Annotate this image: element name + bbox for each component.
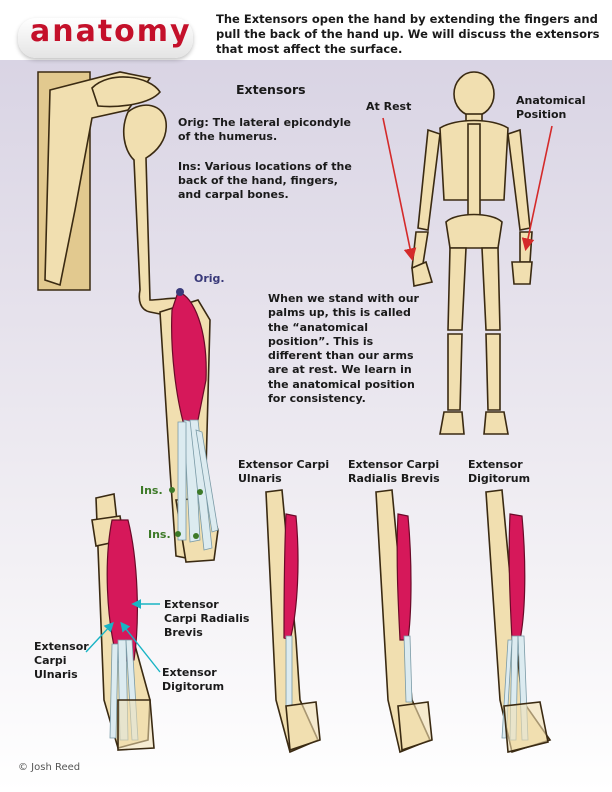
extensors-title: Extensors xyxy=(236,82,306,97)
at-rest-label: At Rest xyxy=(366,100,412,113)
shoulder-arm-illustration xyxy=(37,71,192,317)
anatomical-position-label: Anatomical Position xyxy=(516,94,586,121)
anatomical-note: When we stand with our palms up, this is… xyxy=(268,292,419,406)
anatomical-position-arrow xyxy=(521,125,553,252)
orig-label: Orig. xyxy=(194,272,225,285)
leader-ecu xyxy=(85,621,114,653)
skeleton-illustration xyxy=(411,71,533,435)
intro-text: The Extensors open the hand by extending… xyxy=(216,12,600,56)
ins-label-lower: Ins. xyxy=(148,528,171,541)
labeled-forearm xyxy=(91,493,155,751)
main-forearm xyxy=(159,288,219,563)
logo-text: anatomy xyxy=(30,14,192,49)
forearm-ecrb xyxy=(375,489,433,754)
logo-badge xyxy=(18,18,193,58)
ecu-title: Extensor Carpi Ulnaris xyxy=(238,458,330,485)
callout-ecrb: Extensor Carpi Radialis Brevis xyxy=(164,598,250,639)
insertion-text: Ins: Various locations of the back of th… xyxy=(178,160,352,201)
forearm-ed xyxy=(485,489,552,754)
leader-ed xyxy=(120,621,161,673)
at-rest-arrow xyxy=(382,117,417,262)
ins-label-upper: Ins. xyxy=(140,484,163,497)
ecrb-title: Extensor Carpi Radialis Brevis xyxy=(348,458,440,485)
credit: © Josh Reed xyxy=(18,762,81,773)
ed-title: Extensor Digitorum xyxy=(468,458,531,485)
origin-text: Orig: The lateral epicondyle of the hume… xyxy=(178,116,351,143)
forearm-ecu xyxy=(265,489,321,754)
callout-ed: Extensor Digitorum xyxy=(162,666,225,693)
callout-ecu: Extensor Carpi Ulnaris xyxy=(34,640,89,681)
